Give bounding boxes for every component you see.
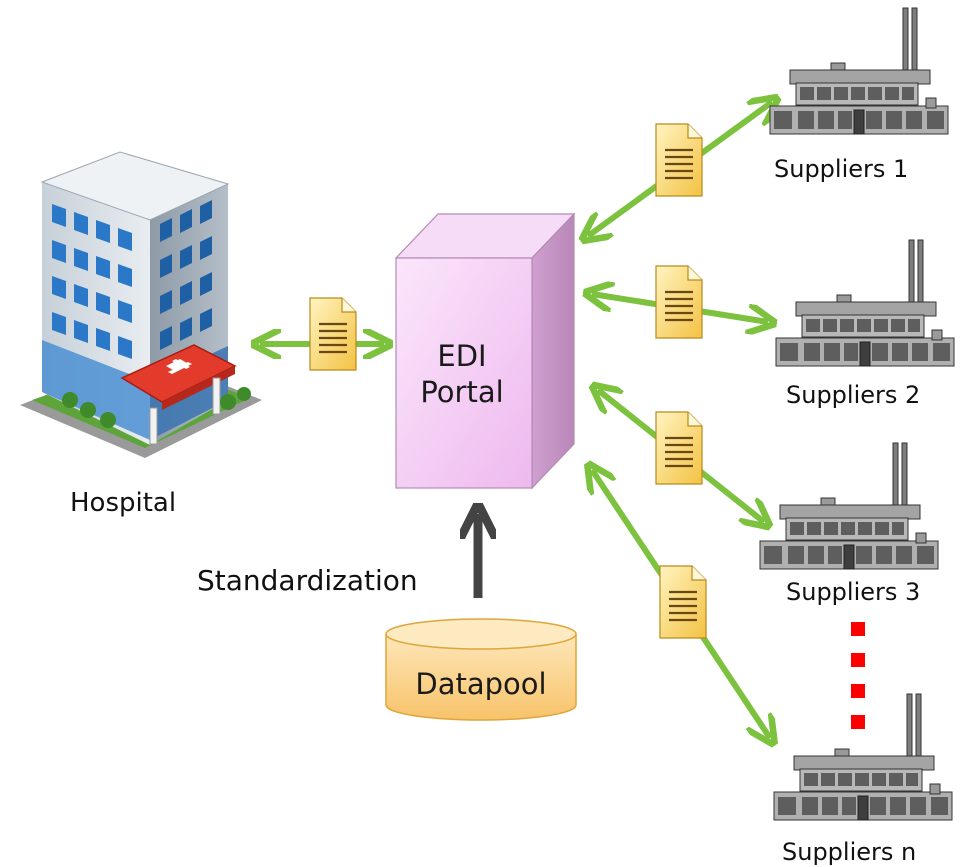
document-icon — [654, 410, 704, 486]
standardization-label: Standardization — [197, 564, 418, 597]
continuation-dots — [851, 622, 865, 729]
datapool-cylinder — [385, 618, 577, 721]
document-icon — [308, 296, 358, 372]
factory-icon — [759, 442, 939, 570]
edi-portal-line2: Portal — [420, 375, 504, 409]
hospital-building-icon — [20, 151, 262, 458]
edi-portal-label: EDI Portal — [396, 338, 528, 410]
document-icon — [654, 122, 704, 198]
supplier-1-label: Suppliers 1 — [774, 155, 909, 183]
supplier-2-label: Suppliers 2 — [786, 381, 921, 409]
datapool-label: Datapool — [415, 667, 547, 701]
edi-portal-box — [394, 212, 576, 490]
document-icon — [658, 564, 708, 640]
factory-icon — [769, 7, 949, 135]
hospital-label: Hospital — [70, 488, 177, 518]
edi-portal-line1: EDI — [437, 339, 487, 373]
supplier-n-label: Suppliers n — [782, 838, 917, 866]
document-icon — [654, 264, 704, 340]
supplier-3-label: Suppliers 3 — [786, 578, 921, 606]
factory-icon — [773, 693, 953, 821]
factory-icon — [775, 239, 955, 367]
